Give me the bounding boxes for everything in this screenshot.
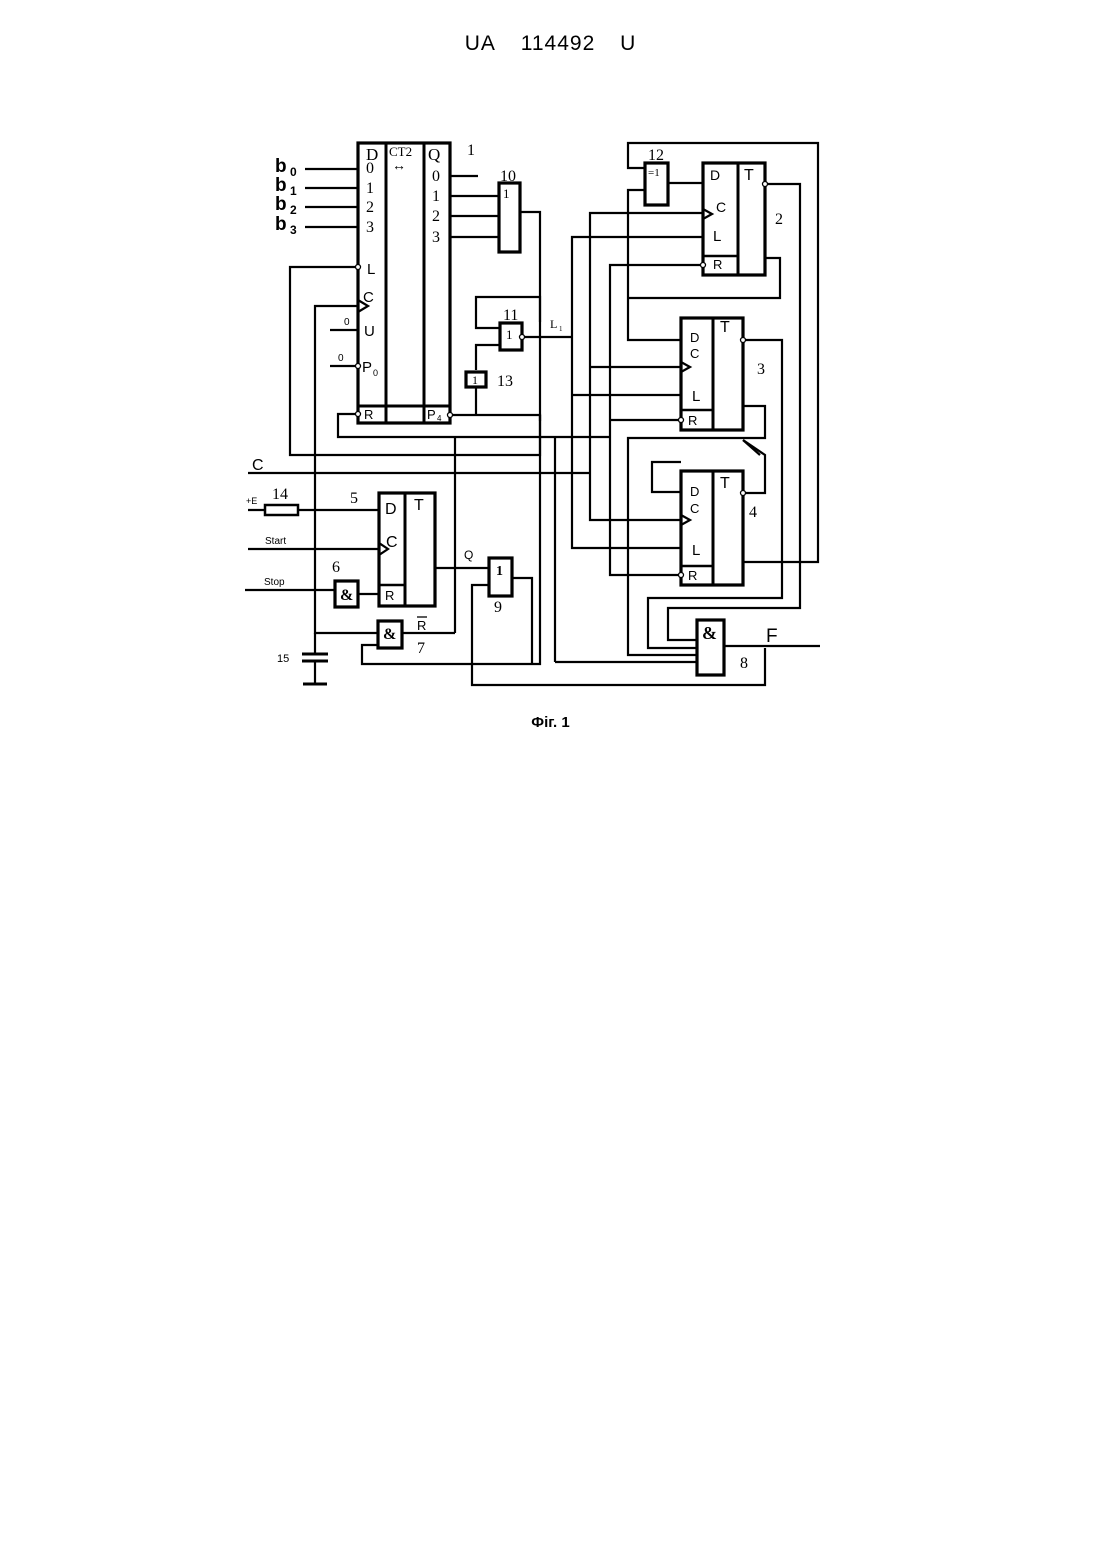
counter-r-label: R <box>364 407 373 422</box>
b0-label: b <box>275 156 287 177</box>
gate-6-id: 6 <box>332 559 340 576</box>
q-label: Q <box>464 548 473 562</box>
gate-6-sym: & <box>340 587 353 604</box>
gate-13: 1 13 <box>466 372 513 390</box>
t4-c: C <box>690 501 699 516</box>
counter-in-0: 0 <box>366 160 374 177</box>
gate-13-sym: 1 <box>472 373 478 387</box>
plus-e-label: +E <box>246 496 257 506</box>
counter-in-3: 3 <box>366 219 374 236</box>
f-label: F <box>766 626 778 647</box>
start-label: Start <box>265 536 286 547</box>
gate-10-id: 10 <box>500 168 516 185</box>
counter-block: D CT2 ↔ Q 1 0 1 2 3 0 1 2 3 L C U P 0 R … <box>338 142 475 423</box>
gate-9: 1 9 <box>489 558 512 616</box>
counter-p-zero: 0 <box>338 353 344 364</box>
gate-12: =1 12 <box>645 147 668 205</box>
counter-p-label: P <box>362 359 372 376</box>
t3-c: C <box>690 346 699 361</box>
gate-8-sym: & <box>702 623 717 643</box>
t2-d: D <box>710 167 720 183</box>
t3-t: T <box>720 319 730 336</box>
resistor-id: 14 <box>272 486 288 503</box>
gate-12-id: 12 <box>648 147 664 164</box>
t2-l: L <box>713 228 721 245</box>
counter-u-label: U <box>364 323 375 340</box>
r-bar-label: R <box>417 618 426 633</box>
counter-p4-sub: 4 <box>437 414 442 423</box>
counter-l-label: L <box>367 261 375 278</box>
counter-out-2: 2 <box>432 208 440 225</box>
gate-11-sym: 1 <box>506 327 513 342</box>
t3-d: D <box>690 330 699 345</box>
bidirectional-arrow-icon: ↔ <box>392 159 406 174</box>
b2-label: b <box>275 194 287 215</box>
counter-u-zero: 0 <box>344 317 350 328</box>
b1-label: b <box>275 175 287 196</box>
gate-9-sym: 1 <box>496 564 503 579</box>
gate-11: 1 11 <box>500 307 525 350</box>
t5-r: R <box>385 588 394 603</box>
l1-label: L <box>550 317 557 331</box>
capacitor-15: 15 <box>277 653 328 684</box>
t3-r: R <box>688 413 697 428</box>
gate-7-id: 7 <box>417 640 425 657</box>
b3-label: b <box>275 214 287 235</box>
counter-p4-label: P <box>427 407 436 422</box>
circuit-diagram: D CT2 ↔ Q 1 0 1 2 3 0 1 2 3 L C U P 0 R … <box>0 0 1101 760</box>
trigger-4: D C L R T 4 <box>679 471 758 585</box>
counter-type-label: CT2 <box>389 144 412 159</box>
b-inputs: b 0 b 1 b 2 b 3 <box>275 156 297 237</box>
counter-out-3: 3 <box>432 229 440 246</box>
counter-out-1: 1 <box>432 188 440 205</box>
b0-sub: 0 <box>290 165 297 179</box>
counter-id: 1 <box>467 142 475 159</box>
gate-10: 1 10 <box>499 168 520 252</box>
t2-r: R <box>713 257 722 272</box>
capacitor-id: 15 <box>277 653 289 665</box>
gate-8: & 8 <box>697 620 748 675</box>
c-bus-label: C <box>252 457 264 474</box>
counter-p-sub: 0 <box>373 368 378 378</box>
counter-q-label: Q <box>428 145 440 164</box>
l1-sub: 1 <box>559 325 563 333</box>
counter-in-1: 1 <box>366 180 374 197</box>
b1-sub: 1 <box>290 184 297 198</box>
trigger-4-id: 4 <box>749 504 757 521</box>
t3-l: L <box>692 388 700 405</box>
t2-c: C <box>716 199 726 215</box>
t5-d: D <box>385 501 397 518</box>
b2-sub: 2 <box>290 203 297 217</box>
t4-t: T <box>720 475 730 492</box>
gate-13-id: 13 <box>497 373 513 390</box>
t2-t: T <box>744 167 754 184</box>
gate-8-id: 8 <box>740 655 748 672</box>
gate-6: & 6 <box>332 559 358 607</box>
gate-11-id: 11 <box>503 307 518 324</box>
gate-7-sym: & <box>383 626 396 643</box>
t5-t: T <box>414 497 424 514</box>
t4-r: R <box>688 568 697 583</box>
t4-l: L <box>692 542 700 559</box>
gate-9-id: 9 <box>494 599 502 616</box>
gate-12-sym: =1 <box>648 167 660 179</box>
trigger-5-id: 5 <box>350 490 358 507</box>
t4-d: D <box>690 484 699 499</box>
counter-in-2: 2 <box>366 199 374 216</box>
trigger-2-id: 2 <box>775 211 783 228</box>
trigger-3: D C L R T 3 <box>679 318 766 430</box>
counter-out-0: 0 <box>432 168 440 185</box>
stop-label: Stop <box>264 577 285 588</box>
gate-10-sym: 1 <box>503 186 510 201</box>
trigger-3-id: 3 <box>757 361 765 378</box>
resistor-14: 14 <box>265 486 298 515</box>
figure-caption: Фіг. 1 <box>0 714 1101 731</box>
b3-sub: 3 <box>290 223 297 237</box>
